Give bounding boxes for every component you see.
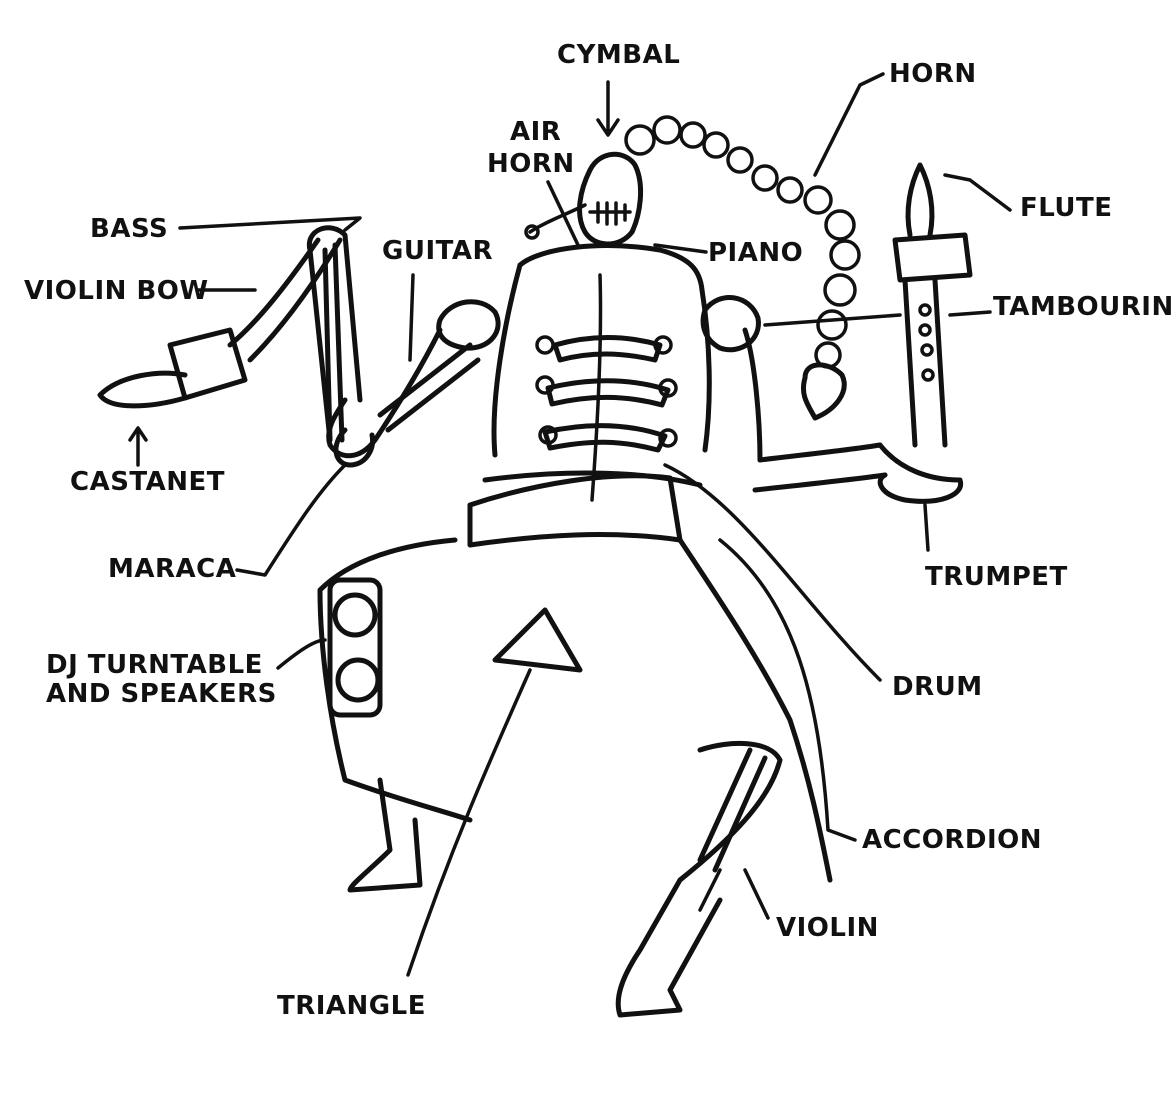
- bass-neck: [325, 245, 342, 440]
- dj-speakers: [330, 580, 380, 715]
- dj-leader: [278, 640, 325, 668]
- left-shoulder-tambourine: [439, 302, 498, 348]
- label-violin-bow: VIOLIN BOW: [24, 276, 209, 306]
- label-accordion: ACCORDION: [862, 825, 1042, 855]
- label-castanet: CASTANET: [70, 467, 225, 497]
- label-triangle: TRIANGLE: [277, 991, 426, 1021]
- guitar-neck: [380, 345, 478, 430]
- cymbal-arrow: [598, 82, 618, 135]
- label-maraca: MARACA: [108, 554, 236, 584]
- horn-leader: [815, 74, 883, 175]
- drum-leader: [665, 465, 880, 680]
- guitar-leader: [410, 275, 413, 360]
- left-upper-arm: [329, 330, 440, 456]
- flute-fingers: [908, 165, 932, 235]
- label-guitar: GUITAR: [382, 236, 493, 266]
- label-bass: BASS: [90, 214, 168, 244]
- label-dj-1: DJ TURNTABLE: [46, 650, 263, 680]
- castanet-hand: [100, 373, 185, 406]
- triangle-instrument: [495, 610, 580, 670]
- horn-bell: [803, 365, 844, 418]
- accordion-leader: [720, 540, 855, 840]
- label-flute: FLUTE: [1020, 193, 1113, 223]
- trumpet-leader: [925, 505, 928, 550]
- collar: [520, 246, 702, 290]
- castanet-arrow: [130, 428, 146, 465]
- label-air-horn-2: HORN: [487, 149, 575, 179]
- maraca-leader: [237, 465, 345, 575]
- left-leg: [350, 780, 420, 890]
- right-forearm: [755, 445, 885, 490]
- labels: CYMBAL HORN AIR HORN FLUTE BASS GUITAR P…: [24, 40, 1172, 1021]
- air-horn-leader: [548, 182, 578, 245]
- label-violin: VIOLIN: [776, 913, 879, 943]
- label-horn: HORN: [889, 59, 977, 89]
- violin-leader: [745, 870, 768, 918]
- tambourine-leader: [765, 312, 990, 325]
- center-seam: [592, 275, 601, 500]
- skull-head: [580, 154, 641, 244]
- triangle-leader: [408, 670, 530, 975]
- flute-top: [895, 235, 970, 280]
- label-piano: PIANO: [708, 238, 803, 268]
- label-cymbal: CYMBAL: [557, 40, 680, 70]
- teeth: [590, 203, 630, 224]
- flute-holes: [920, 305, 933, 380]
- belt: [470, 476, 680, 545]
- label-air-horn-1: AIR: [510, 117, 561, 147]
- label-dj-2: AND SPEAKERS: [46, 679, 277, 709]
- right-coat-flap: [680, 540, 830, 880]
- label-tambourine: TAMBOURINE: [993, 292, 1172, 322]
- label-trumpet: TRUMPET: [925, 562, 1068, 592]
- torso-left: [494, 265, 520, 455]
- flute-leader: [945, 175, 1010, 210]
- right-arm-upper: [745, 330, 760, 460]
- trumpet-bell: [880, 445, 961, 501]
- left-cuff: [170, 330, 245, 398]
- piano-bars: [545, 338, 668, 451]
- label-drum: DRUM: [892, 672, 983, 702]
